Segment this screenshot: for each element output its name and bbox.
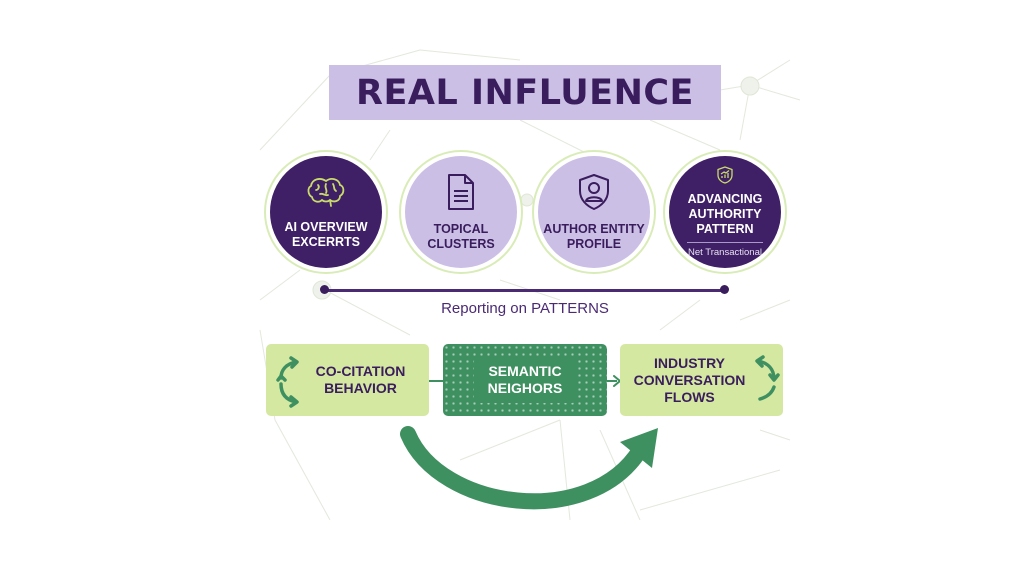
circle-label-line2: AUTHORITY (688, 207, 762, 221)
circle-label-line2: EXCERRTS (291, 234, 361, 249)
connector-line (429, 380, 443, 382)
timeline-start-dot (320, 285, 329, 294)
circle-label-line3: PATTERN (696, 222, 754, 236)
circle-sublabel: Net Transactional (688, 247, 762, 258)
box-label-line1: INDUSTRY (653, 354, 726, 371)
circle-label-line1: AI OVERVIEW (284, 219, 368, 234)
box-label-line2: CONVERSATION (633, 371, 746, 388)
circle-advancing-authority-pattern: ADVANCING AUTHORITY PATTERN Net Transact… (669, 156, 781, 268)
circle-ai-overview-excerpts: AI OVERVIEW EXCERRTS (270, 156, 382, 268)
box-industry-conversation-flows: INDUSTRY CONVERSATION FLOWS (620, 344, 783, 416)
timeline-label: Reporting on PATTERNS (441, 300, 609, 317)
circle-label-line1: AUTHOR ENTITY (543, 221, 645, 236)
circle-label-line1: ADVANCING (687, 192, 763, 206)
connector-arrow-line (607, 380, 617, 382)
cycle-arrows-icon (755, 355, 780, 401)
title-banner: REAL INFLUENCE (329, 65, 721, 120)
box-label-line1: SEMANTIC (488, 363, 562, 379)
circle-topical-clusters: TOPICAL CLUSTERS (405, 156, 517, 268)
page-title: REAL INFLUENCE (356, 72, 694, 113)
shield-user-icon (577, 173, 611, 216)
shield-chart-icon (717, 166, 733, 189)
circle-label-line2: CLUSTERS (427, 236, 495, 251)
timeline-line (325, 289, 725, 292)
box-label-line2: BEHAVIOR (324, 380, 397, 396)
circle-author-entity-profile: AUTHOR ENTITY PROFILE (538, 156, 650, 268)
box-label-line1: CO-CITATION (315, 363, 406, 379)
circle-label-line1: TOPICAL (433, 221, 489, 236)
box-label-line2: NEIGHORS (487, 380, 563, 396)
cycle-arrows-icon (276, 356, 299, 408)
box-semantic-neighors: SEMANTIC NEIGHORS (443, 344, 607, 416)
box-label-line3: FLOWS (664, 388, 715, 405)
timeline-end-dot (720, 285, 729, 294)
divider (687, 242, 763, 243)
brain-icon (306, 175, 346, 214)
circle-label-line2: PROFILE (566, 236, 622, 251)
curved-arrow-icon (400, 426, 658, 510)
document-icon (446, 173, 476, 216)
